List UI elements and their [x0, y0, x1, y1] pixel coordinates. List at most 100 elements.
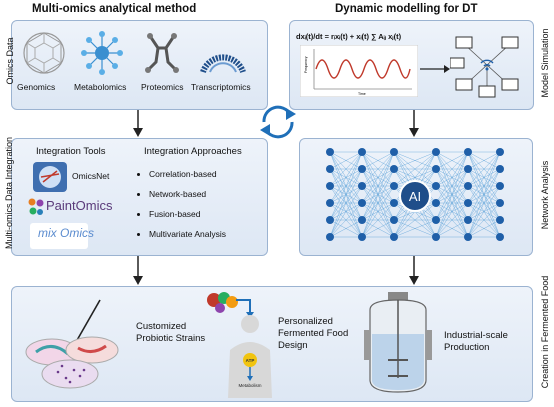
omics-label-transcriptomics: Transcriptomics [191, 82, 251, 92]
frequency-plot: Frequency Time [300, 45, 418, 97]
nn-node [326, 216, 334, 224]
model-arrow [420, 65, 450, 73]
nn-node [390, 182, 398, 190]
left-header: Multi-omics analytical method [32, 3, 197, 15]
tool-paintomics: PaintOmics [46, 198, 113, 213]
nn-edge [361, 202, 395, 238]
plot-xlabel: Time [358, 92, 366, 96]
mixomics-logo [30, 223, 88, 249]
equation-rhs: = rᵢxᵢ(t) + xᵢ(t) ∑ Aᵢⱼ xⱼ(t) [324, 32, 402, 41]
side-label-model-simulation: Model Simulation [540, 28, 550, 98]
side-label-creation: Creation in Fermented Food [540, 275, 550, 389]
nn-edge [361, 219, 395, 238]
nn-node [464, 199, 472, 207]
nn-edge [393, 151, 437, 170]
cycle-arrows-icon [260, 105, 296, 139]
nn-node [464, 148, 472, 156]
approach-item: Fusion-based [149, 204, 226, 224]
nn-edge [467, 151, 501, 170]
side-label-network-analysis: Network Analysis [540, 160, 550, 230]
equation-lhs: dxᵢ(t)/dt [296, 32, 323, 41]
nn-edge [329, 151, 363, 221]
arrow-model-to-network [409, 110, 419, 137]
nn-node [464, 233, 472, 241]
nn-node [432, 233, 440, 241]
nn-node [390, 165, 398, 173]
nn-edge [467, 151, 501, 187]
omics-label-proteomics: Proteomics [141, 82, 184, 92]
nn-node [326, 233, 334, 241]
creation-strains: Customized Probiotic Strains [136, 321, 206, 344]
computer-network-icon [450, 36, 519, 98]
nn-edge [435, 219, 469, 238]
nn-edge [435, 151, 469, 238]
model-equation: dxᵢ(t)/dt = rᵢxᵢ(t) + xᵢ(t) ∑ Aᵢⱼ xⱼ(t) [296, 32, 401, 41]
nn-node [358, 233, 366, 241]
nn-edge [329, 168, 363, 238]
nn-edge [329, 219, 363, 238]
nn-edge [435, 168, 469, 238]
nn-edge [361, 168, 395, 238]
nn-edge [329, 202, 363, 238]
nn-edge [435, 151, 469, 170]
nn-edge [467, 151, 501, 221]
nn-edge [467, 185, 501, 238]
petri-dishes-illustration [25, 299, 119, 389]
nn-edge [329, 151, 363, 204]
nn-edge [435, 151, 469, 221]
nn-edge [393, 219, 437, 238]
arrow-omics-to-integration [133, 110, 143, 137]
side-label-omics-data: Omics Data [5, 37, 15, 85]
omics-label-metabolomics: Metabolomics [74, 82, 127, 92]
nn-node [464, 182, 472, 190]
nn-edge [361, 185, 395, 238]
nn-node [432, 216, 440, 224]
tool-mixomics: mix Omics [38, 226, 94, 240]
arrow-integration-to-creation [133, 256, 143, 285]
nn-node [496, 165, 504, 173]
nn-edge [435, 151, 469, 204]
side-label-integration: Multi-omics Data Integration [4, 136, 14, 250]
bioreactor-illustration [364, 292, 432, 393]
approaches-list: Correlation-based Network-based Fusion-b… [135, 164, 226, 244]
nn-node [496, 182, 504, 190]
nn-edge [361, 151, 395, 221]
approach-item: Multivariate Analysis [149, 224, 226, 244]
tool-omicsnet: OmicsNet [72, 171, 110, 181]
creation-design: Personalized Fermented Food Design [278, 316, 349, 351]
human-metabolism-illustration: ATP Metabolism [207, 292, 272, 398]
nn-edge [393, 151, 437, 187]
nn-node [496, 199, 504, 207]
nn-edge [329, 185, 363, 238]
nn-node [326, 165, 334, 173]
arc-icon [200, 54, 246, 74]
omics-label-genomics: Genomics [17, 82, 56, 92]
nn-node [464, 165, 472, 173]
arrow-network-to-creation [409, 256, 419, 285]
nn-edge [467, 202, 501, 238]
nn-node [496, 216, 504, 224]
nn-edge [467, 168, 501, 238]
nn-edge [361, 151, 395, 204]
neural-network-diagram: AI [326, 148, 504, 241]
nn-edge [329, 151, 363, 238]
tools-title: Integration Tools [36, 146, 106, 157]
nn-node [390, 148, 398, 156]
nn-edge [467, 151, 501, 204]
nn-node [358, 199, 366, 207]
nn-edge [361, 151, 395, 238]
nn-edge [435, 185, 469, 238]
nn-node [390, 216, 398, 224]
nn-edge [435, 202, 469, 238]
nn-edge [329, 151, 363, 170]
nn-node [358, 182, 366, 190]
nn-node [358, 148, 366, 156]
approach-item: Correlation-based [149, 164, 226, 184]
nn-node [496, 233, 504, 241]
nn-node [432, 148, 440, 156]
nn-node [358, 216, 366, 224]
creation-production: Industrial-scale Production [444, 330, 508, 353]
network-node-icon [81, 31, 123, 75]
protein-structure-icon [145, 33, 179, 73]
right-header: Dynamic modelling for DT [335, 3, 478, 15]
